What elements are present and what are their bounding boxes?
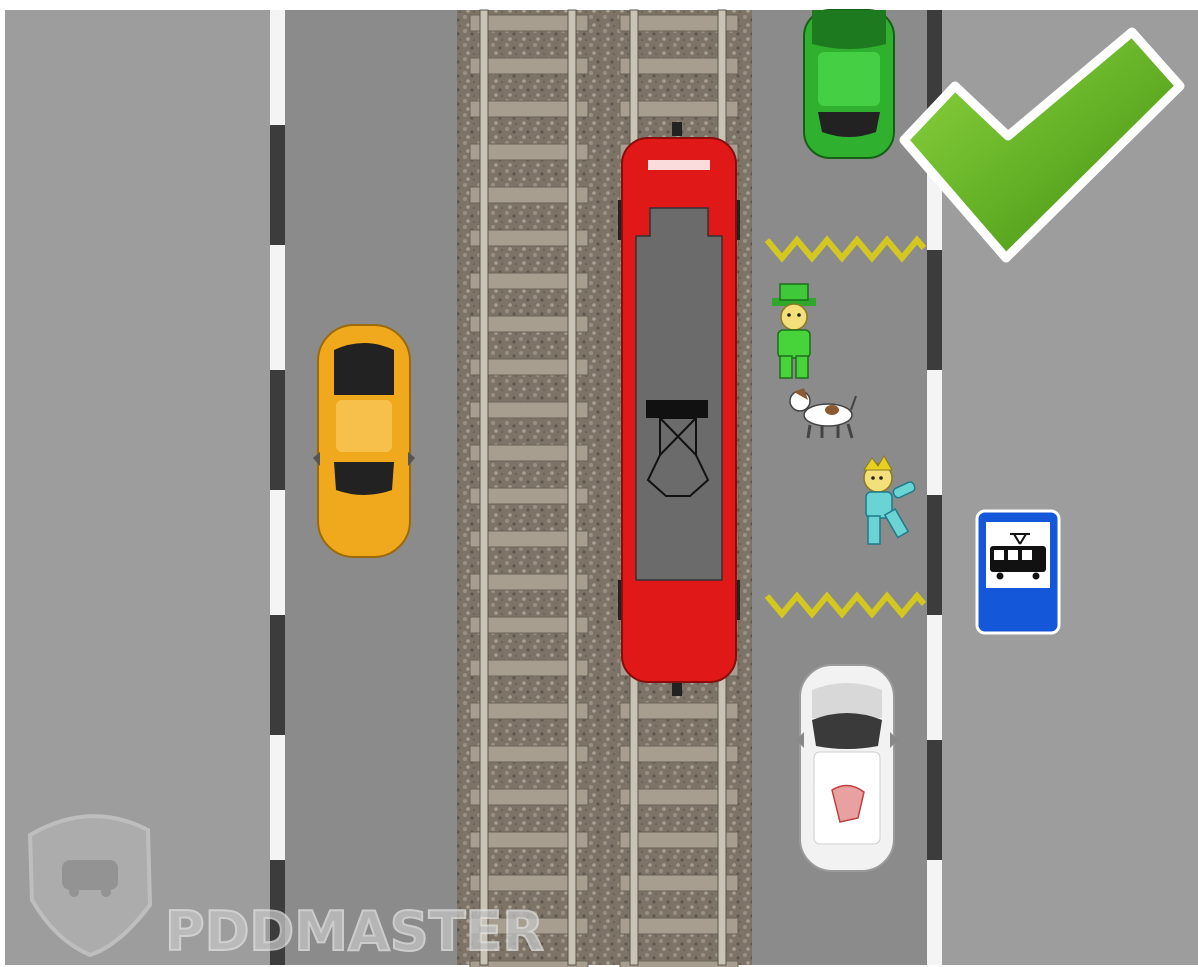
green-car (804, 10, 894, 158)
tram-stop-sign (977, 511, 1059, 633)
white-car (796, 665, 898, 871)
yellow-car (313, 325, 415, 557)
left-sidewalk (5, 10, 270, 965)
watermark-text: PDDMASTER (165, 900, 544, 963)
left-curb (270, 10, 285, 965)
red-tram (618, 122, 740, 696)
